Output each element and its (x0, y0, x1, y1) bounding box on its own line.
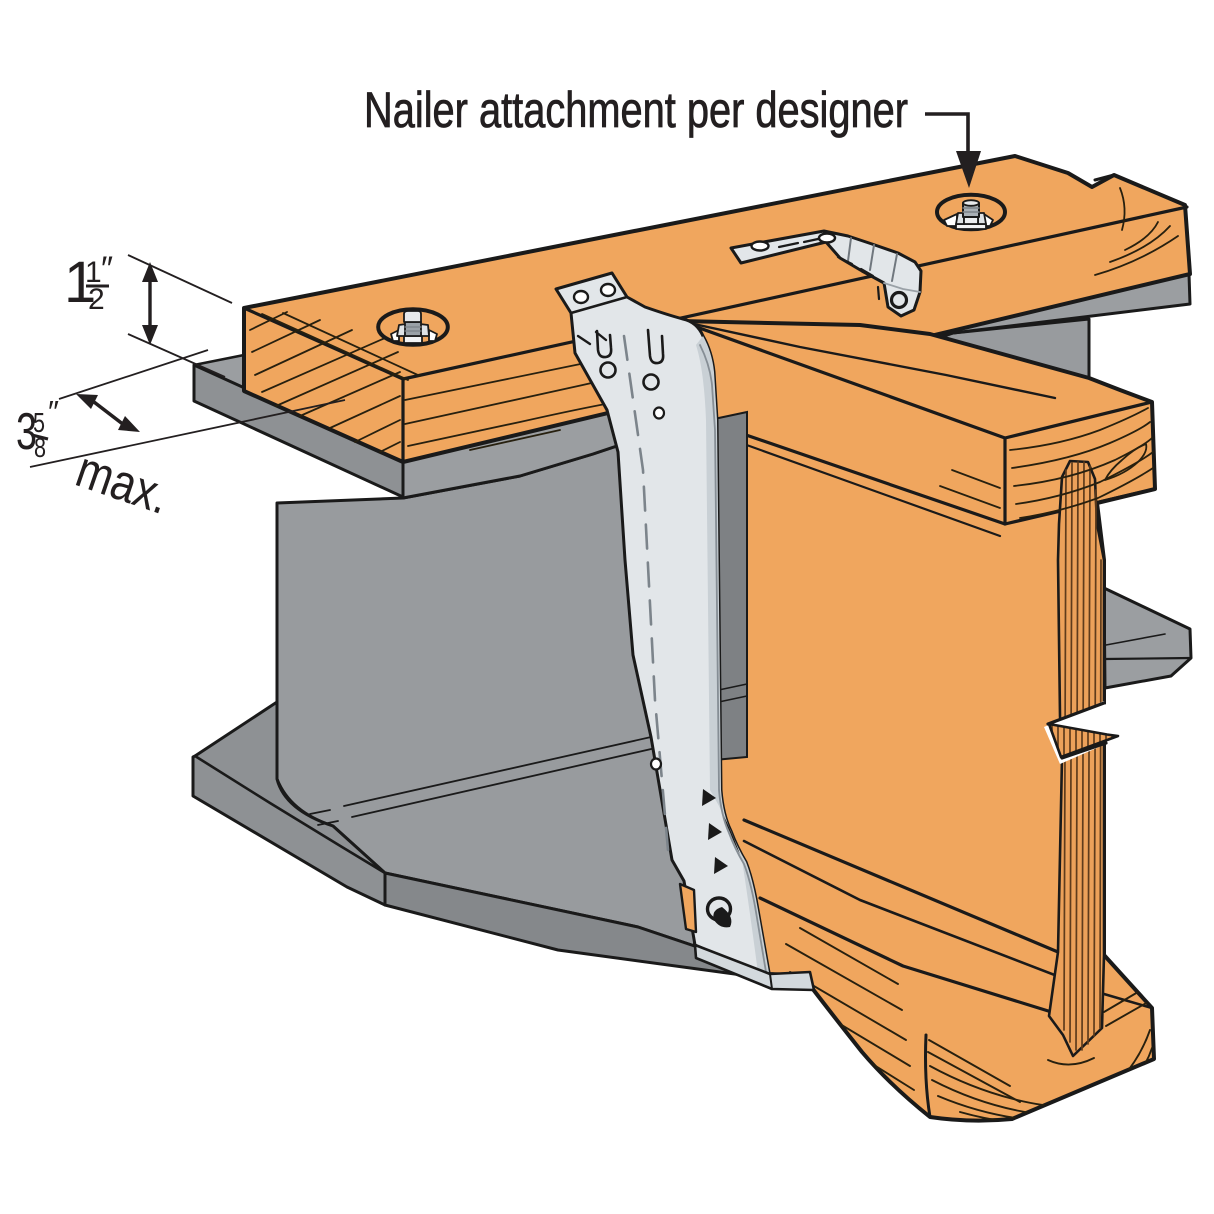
svg-text:1: 1 (64, 250, 96, 315)
svg-text:8: 8 (34, 432, 46, 463)
svg-text:Nailer attachment per designer: Nailer attachment per designer (364, 82, 908, 138)
svg-text:2: 2 (88, 283, 105, 316)
svg-text:1: 1 (85, 256, 102, 289)
svg-text:5: 5 (33, 407, 45, 438)
svg-text:3: 3 (16, 403, 37, 461)
svg-text:″: ″ (48, 394, 59, 429)
svg-text:″: ″ (101, 250, 113, 288)
